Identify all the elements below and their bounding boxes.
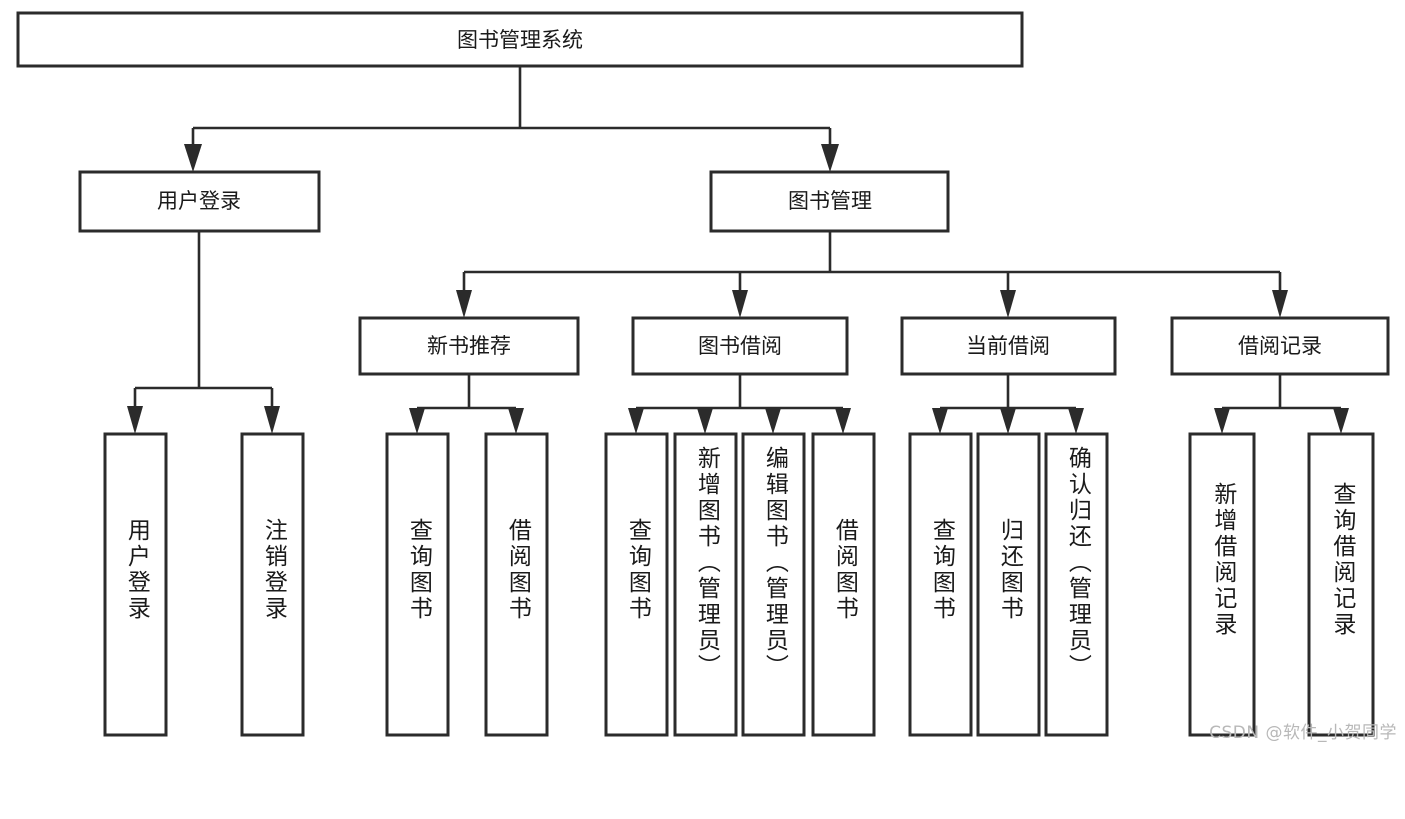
node-book-borrow-label: 图书借阅 [698, 334, 782, 358]
arrowhead-leaf-edit-book [765, 408, 781, 434]
arrowhead-leaf-add-book [697, 408, 713, 434]
leaf-box-add-record[interactable] [1188, 432, 1256, 737]
connector-group-root [184, 66, 839, 172]
arrowhead-leaf-add-record [1214, 408, 1230, 434]
leaf-box-confirm-return[interactable] [1044, 432, 1109, 737]
leaf-box-borrow-book-2[interactable] [811, 432, 876, 737]
node-book-manage-box[interactable] [709, 170, 950, 233]
arrowhead-user-login [184, 144, 202, 172]
node-root[interactable]: 图书管理系统 [16, 11, 1024, 68]
arrowhead-leaf-user-login [127, 406, 143, 434]
flowchart-diagram: 图书管理系统 用户登录 图书管理 新书推荐 图书借阅 当前借阅 借阅记录 [16, 11, 1397, 743]
connector-group-book-manage [456, 231, 1288, 318]
node-user-login[interactable]: 用户登录 [78, 170, 321, 233]
leaf-box-add-book[interactable] [673, 432, 738, 737]
arrowhead-leaf-query-book-1 [409, 408, 425, 434]
arrowhead-leaf-borrow-book-1 [508, 408, 524, 434]
arrowhead-leaf-logout-login [264, 406, 280, 434]
node-current-borrow-label: 当前借阅 [966, 334, 1050, 358]
node-root-box[interactable] [16, 11, 1024, 68]
node-borrow-record[interactable]: 借阅记录 [1170, 316, 1390, 376]
leaf-box-user-login[interactable] [103, 432, 168, 737]
node-new-book-recommend[interactable]: 新书推荐 [358, 316, 580, 376]
leaf-box-logout-login[interactable] [240, 432, 305, 737]
watermark-text: CSDN @软件_小贺同学 [1209, 723, 1397, 743]
connector-group-user-login [127, 231, 280, 434]
node-book-borrow[interactable]: 图书借阅 [631, 316, 849, 376]
arrowhead-leaf-borrow-book-2 [835, 408, 851, 434]
node-new-book-recommend-box[interactable] [358, 316, 580, 376]
node-book-manage[interactable]: 图书管理 [709, 170, 950, 233]
leaf-box-edit-book[interactable] [741, 432, 806, 737]
flowchart-canvas: 图书管理系统 用户登录 图书管理 新书推荐 图书借阅 当前借阅 借阅记录 [16, 11, 1390, 737]
leaf-box-borrow-book-1[interactable] [484, 432, 549, 737]
arrowhead-leaf-query-record [1333, 408, 1349, 434]
arrowhead-leaf-return-book [1000, 408, 1016, 434]
arrowhead-borrow-record [1272, 290, 1288, 318]
leaf-box-query-record[interactable] [1307, 432, 1375, 737]
node-current-borrow-box[interactable] [900, 316, 1117, 376]
node-new-book-recommend-label: 新书推荐 [427, 334, 511, 358]
node-book-borrow-box[interactable] [631, 316, 849, 376]
connector-group-new-book-recommend [409, 374, 524, 434]
leaf-box-query-book-1[interactable] [385, 432, 450, 737]
leaf-box-query-book-2[interactable] [604, 432, 669, 737]
connector-group-book-borrow [628, 374, 851, 434]
node-book-manage-label: 图书管理 [788, 189, 872, 213]
leaf-box-query-book-3[interactable] [908, 432, 973, 737]
node-user-login-box[interactable] [78, 170, 321, 233]
connector-group-current-borrow [932, 374, 1084, 434]
node-user-login-label: 用户登录 [157, 189, 241, 213]
leaf-boxes-group [103, 432, 1375, 737]
connector-group-borrow-record [1214, 374, 1349, 434]
arrowhead-leaf-query-book-3 [932, 408, 948, 434]
arrowhead-leaf-confirm-return [1068, 408, 1084, 434]
arrowhead-book-borrow [732, 290, 748, 318]
node-root-label: 图书管理系统 [457, 28, 583, 52]
leaf-box-return-book[interactable] [976, 432, 1041, 737]
node-borrow-record-label: 借阅记录 [1238, 334, 1322, 358]
node-borrow-record-box[interactable] [1170, 316, 1390, 376]
arrowhead-new-book-recommend [456, 290, 472, 318]
arrowhead-current-borrow [1000, 290, 1016, 318]
arrowhead-leaf-query-book-2 [628, 408, 644, 434]
arrowhead-book-manage [821, 144, 839, 172]
node-current-borrow[interactable]: 当前借阅 [900, 316, 1117, 376]
